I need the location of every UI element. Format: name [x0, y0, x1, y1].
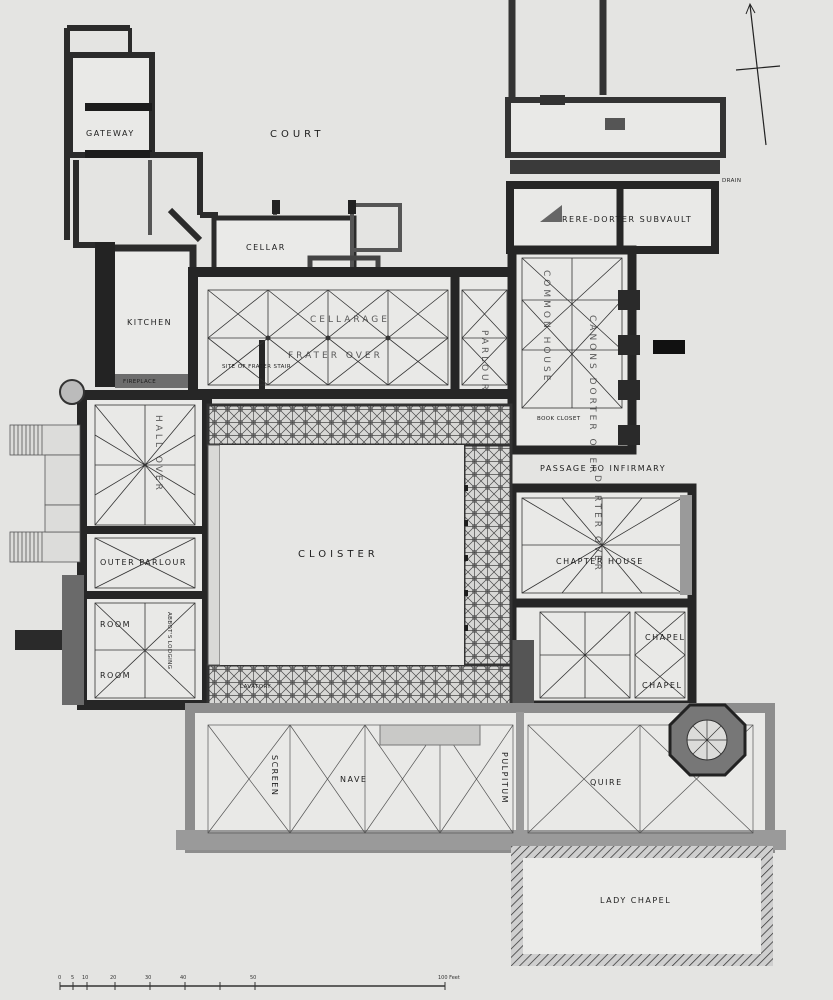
cloister-label: CLOISTER	[298, 549, 379, 560]
west-range	[15, 379, 212, 710]
cellar-label: CELLAR	[246, 243, 286, 252]
canons-dorter-label: CANONS DORTER OVER	[587, 315, 597, 476]
cloister-walks	[206, 403, 513, 707]
cellarage-label: CELLARAGE	[310, 315, 390, 325]
east-range	[507, 245, 685, 455]
scale-tick-0: 0	[58, 975, 61, 981]
north-arrow-icon	[735, 2, 781, 146]
rere-dorter-block	[505, 0, 726, 254]
passage-infirmary-label: PASSAGE TO INFIRMARY	[540, 464, 666, 473]
outer-parlour-label: OUTER PARLOUR	[100, 558, 187, 567]
scale-tick-50: 50	[250, 975, 256, 981]
north-range	[188, 267, 518, 399]
gateway-label: GATEWAY	[86, 129, 135, 138]
chapel-lower-label: CHAPEL	[642, 681, 682, 690]
nave-label: NAVE	[340, 775, 367, 784]
common-house-label: COMMON HOUSE	[541, 270, 551, 383]
rere-dorter-label: RERE-DORTER SUBVAULT	[562, 215, 692, 224]
chapel-upper-label: CHAPEL	[645, 633, 685, 642]
lavatory-label: LAVATORY	[240, 684, 271, 690]
cloister-garth	[220, 445, 464, 665]
room-upper-label: ROOM	[100, 620, 131, 629]
scale-end-label: 100 Feet	[438, 975, 460, 981]
lady-chapel-block	[511, 846, 773, 966]
court-label: COURT	[270, 129, 325, 140]
fireplace-label: FIREPLACE	[123, 379, 156, 385]
lady-chapel-label: LADY CHAPEL	[600, 896, 671, 905]
pulpitum-label: PULPITUM	[500, 752, 509, 804]
scale-tick-40: 40	[180, 975, 186, 981]
chapel-block	[507, 598, 697, 710]
drain-label: DRAIN	[722, 178, 741, 184]
scale-tick-20: 20	[110, 975, 116, 981]
room-lower-label: ROOM	[100, 671, 131, 680]
octagon-turret	[668, 703, 747, 777]
plan-labels: COURT GATEWAY CELLAR KITCHEN FIREPLACE S…	[86, 129, 741, 905]
abbots-lodging-label: ABBOT'S LODGING	[166, 612, 172, 669]
scale-tick-10: 10	[82, 975, 88, 981]
west-stairs	[9, 424, 81, 563]
quire-label: QUIRE	[590, 778, 623, 787]
scale-tick-5: 5	[71, 975, 74, 981]
screen-label: SCREEN	[270, 755, 279, 796]
chapter-house-label: CHAPTER HOUSE	[556, 557, 644, 566]
site-frater-stair-label: SITE OF FRATER STAIR	[222, 364, 291, 370]
parlour-label: PARLOUR	[479, 330, 489, 393]
scale-tick-30: 30	[145, 975, 151, 981]
hall-over-label: HALL OVER	[153, 415, 163, 493]
dorter-over-label: DORTER OVER	[592, 475, 602, 573]
scale-bar: 0 5 10 20 30 40 50 100 Feet	[58, 975, 460, 990]
book-closet-label: BOOK CLOSET	[537, 416, 581, 422]
chapter-house-block	[507, 483, 697, 608]
kitchen-label: KITCHEN	[127, 318, 172, 327]
frater-over-label: FRATER OVER	[288, 351, 383, 361]
gateway-block	[64, 25, 203, 248]
kitchen-block	[95, 207, 218, 388]
